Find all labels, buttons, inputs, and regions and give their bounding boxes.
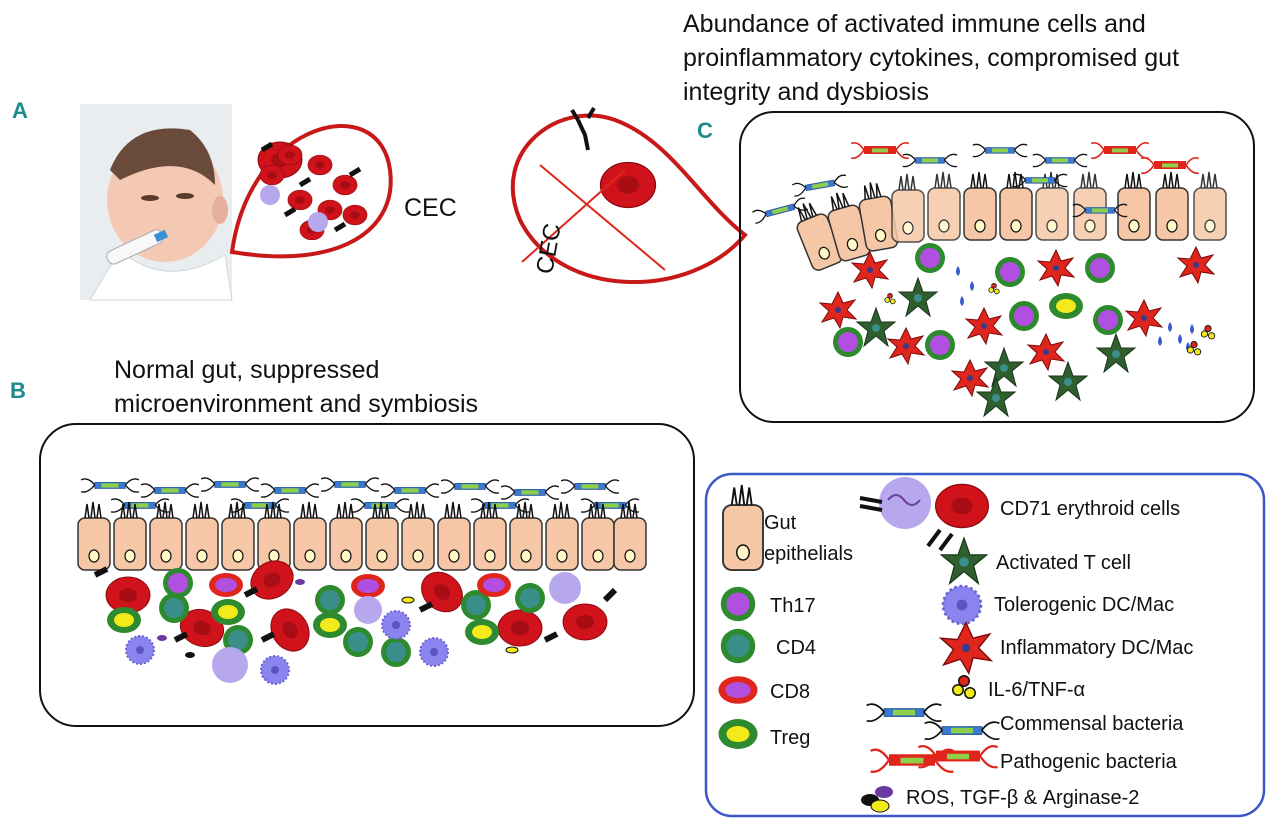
panel-c-letter: C bbox=[697, 118, 713, 143]
cec-label: CEC bbox=[404, 194, 457, 222]
legend-ros-icon bbox=[861, 786, 893, 813]
panel-b-box bbox=[39, 423, 695, 727]
legend-ros: ROS, TGF-β & Arginase-2 bbox=[906, 787, 1139, 809]
legend-cd8: CD8 bbox=[770, 681, 810, 703]
legend-cd4-icon bbox=[720, 628, 756, 664]
panel-b-letter: B bbox=[10, 378, 26, 403]
crossed-cec-zoom: CEC bbox=[511, 106, 748, 284]
panel-b-caption-line-1: Normal gut, suppressed bbox=[114, 356, 379, 384]
panel-b-caption-line-2: microenvironment and symbiosis bbox=[114, 390, 478, 418]
cec-blood-zoom bbox=[229, 123, 393, 259]
legend-gut-line-1: Gut bbox=[764, 512, 797, 534]
legend-inflammatory-dc-icon bbox=[940, 622, 992, 674]
panel-a-letter: A bbox=[12, 98, 28, 123]
legend-treg: Treg bbox=[770, 727, 810, 749]
legend-cytokine-icon bbox=[952, 675, 976, 699]
legend-pathogenic-icon bbox=[869, 744, 999, 773]
legend-activated-t-icon bbox=[940, 537, 988, 585]
legend-cd71-icon bbox=[859, 477, 990, 552]
baby-photo bbox=[80, 104, 233, 301]
legend-cd4: CD4 bbox=[776, 637, 816, 659]
legend-commensal: Commensal bacteria bbox=[1000, 713, 1184, 735]
panel-b-gut-epithelium bbox=[77, 501, 647, 571]
legend-th17: Th17 bbox=[770, 595, 816, 617]
panel-c-caption-line-1: Abundance of activated immune cells and bbox=[683, 10, 1146, 38]
legend-gut-line-2: epithelials bbox=[764, 543, 853, 565]
panel-c-immune-cells bbox=[819, 243, 1216, 417]
legend-gut-epithelial-icon bbox=[722, 484, 764, 571]
panel-c-box bbox=[739, 111, 1255, 423]
legend-box bbox=[704, 472, 1266, 818]
legend-th17-icon bbox=[720, 586, 756, 622]
legend-cytokines: IL-6/TNF-α bbox=[988, 679, 1085, 701]
panel-c-caption-line-3: integrity and dysbiosis bbox=[683, 78, 929, 106]
legend-tolerogenic-dc: Tolerogenic DC/Mac bbox=[994, 594, 1174, 616]
legend-cd71: CD71 erythroid cells bbox=[1000, 498, 1180, 520]
legend-treg-icon bbox=[718, 719, 758, 749]
legend-inflammatory-dc: Inflammatory DC/Mac bbox=[1000, 637, 1193, 659]
legend-tolerogenic-dc-icon bbox=[941, 584, 983, 626]
legend-commensal-icon bbox=[865, 703, 1001, 741]
panel-c-caption-line-2: proinflammatory cytokines, compromised g… bbox=[683, 44, 1179, 72]
legend-pathogenic: Pathogenic bacteria bbox=[1000, 751, 1178, 773]
panel-b-immune-cells bbox=[93, 552, 618, 685]
panel-c-gut-epithelium bbox=[788, 171, 1227, 273]
legend-activated-t: Activated T cell bbox=[996, 552, 1131, 574]
legend-cd8-icon bbox=[718, 676, 758, 704]
